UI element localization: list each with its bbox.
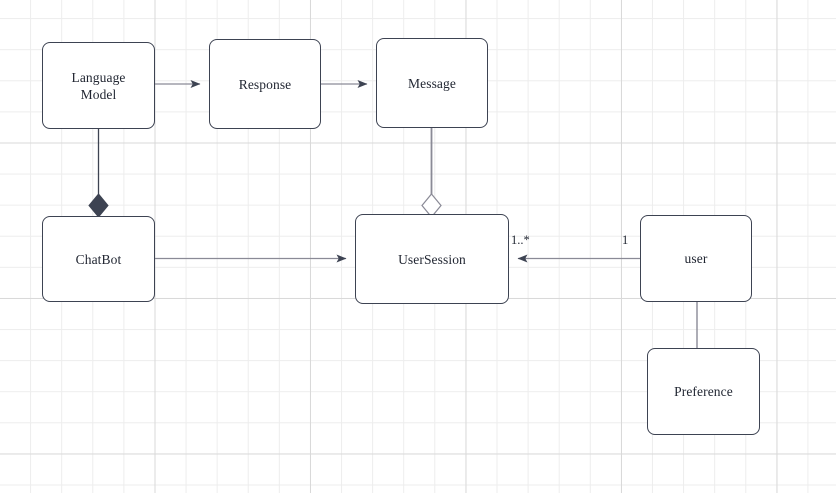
node-chatbot[interactable]: ChatBot: [42, 216, 155, 302]
multiplicity-user: 1: [622, 233, 629, 247]
node-preference[interactable]: Preference: [647, 348, 760, 435]
node-user-label: user: [684, 251, 708, 266]
edge-usersession-to-message-aggregation: [421, 128, 442, 218]
node-language-model-label: Language Model: [71, 69, 126, 102]
node-usersession[interactable]: UserSession: [355, 214, 509, 304]
node-response-label: Response: [238, 76, 292, 92]
node-language-model[interactable]: Language Model: [42, 42, 155, 129]
node-message-label: Message: [408, 75, 456, 91]
node-user[interactable]: user: [640, 215, 752, 302]
multiplicity-usersession: 1..*: [511, 233, 530, 247]
node-preference-label: Preference: [674, 384, 733, 399]
node-message[interactable]: Message: [376, 38, 488, 128]
edge-chatbot-to-language-model-composition: [88, 129, 109, 218]
node-chatbot-label: ChatBot: [75, 251, 122, 267]
node-usersession-label: UserSession: [398, 251, 466, 267]
node-response[interactable]: Response: [209, 39, 321, 129]
